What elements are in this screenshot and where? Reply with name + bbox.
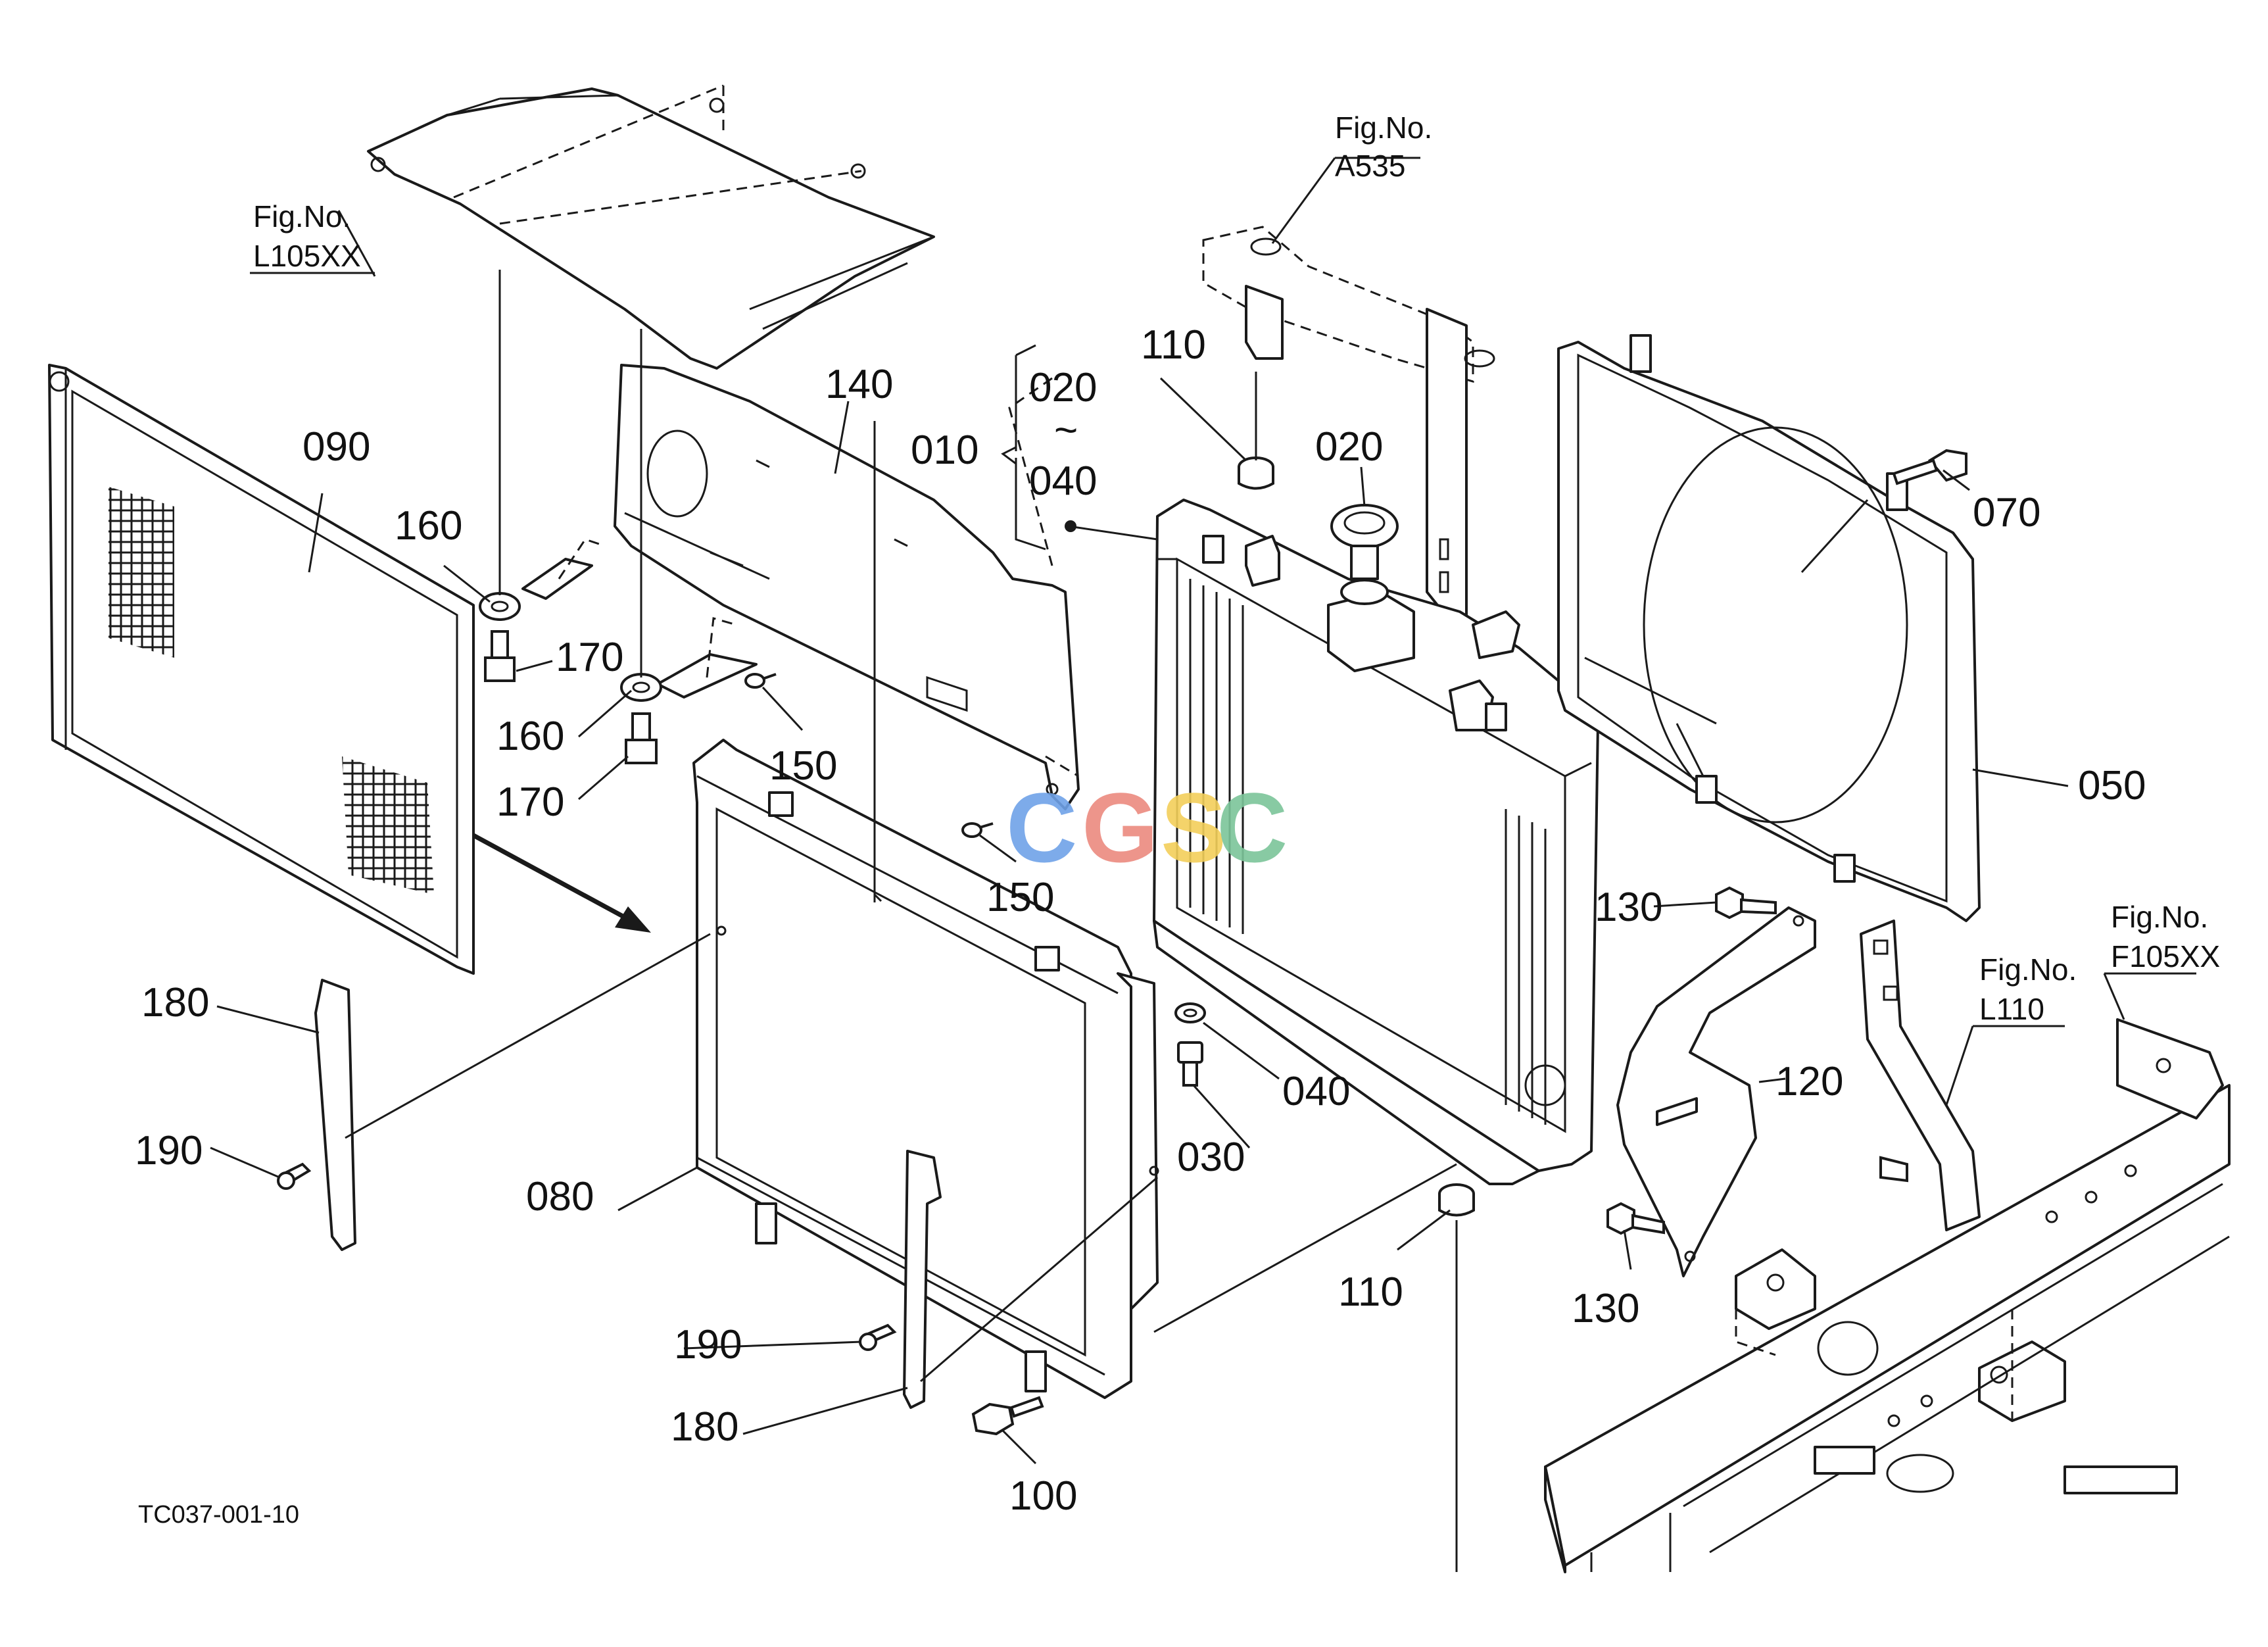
assembly-arrow-head <box>615 906 651 933</box>
watermark-letter-2: G <box>1082 772 1159 883</box>
label-040-range: 040 <box>1029 458 1097 504</box>
upper-hood-panel <box>367 84 935 370</box>
label-050: 050 <box>2078 763 2146 808</box>
figure-reference-l105: Fig.No. L105XX <box>253 199 361 273</box>
watermark-letter-1: C <box>1006 772 1077 883</box>
clip-150-bottom <box>961 822 994 838</box>
fig-ref-l105-number: L105XX <box>253 239 361 273</box>
fig-ref-f105-number: F105XX <box>2111 939 2220 973</box>
label-090: 090 <box>302 424 370 470</box>
upper-radiator-bracket <box>1202 226 1495 616</box>
label-150-bottom: 150 <box>986 875 1054 920</box>
clip-190-left <box>277 1162 312 1190</box>
radiator-core-fins <box>1189 579 1547 1125</box>
label-140: 140 <box>825 362 893 407</box>
assembly-dot <box>1065 520 1076 532</box>
label-160-bottom: 160 <box>496 714 564 759</box>
clip-150-top <box>744 673 777 689</box>
label-190-left: 190 <box>135 1128 203 1173</box>
label-180-center: 180 <box>671 1404 738 1450</box>
cushion-110-top <box>1238 456 1274 490</box>
label-170-bottom: 170 <box>496 779 564 825</box>
washer-160-bottom <box>620 673 662 702</box>
label-020-range: 020 <box>1029 365 1097 410</box>
air-guide-brackets <box>521 538 758 699</box>
figure-reference-l110: Fig.No. L110 <box>1979 952 2077 1026</box>
air-guide-plate-140 <box>614 364 1080 810</box>
label-range-tilde: ~ <box>1054 408 1078 453</box>
figure-code: TC037-001-10 <box>138 1501 299 1529</box>
fig-ref-l105-title: Fig.No. <box>253 199 350 234</box>
fan-shroud-050 <box>1557 334 1981 922</box>
fig-ref-a535-title: Fig.No. <box>1335 111 1432 145</box>
bolt-030 <box>1177 1041 1203 1087</box>
label-160-top: 160 <box>395 503 462 549</box>
label-100: 100 <box>1009 1473 1077 1519</box>
part-labels: 090 160 170 160 170 140 150 150 010 020 … <box>135 322 2146 1519</box>
radiator-frame-080 <box>692 739 1159 1399</box>
fig-ref-f105-title: Fig.No. <box>2111 900 2208 934</box>
figure-reference-f105: Fig.No. F105XX <box>2111 900 2220 973</box>
seal-strip-180-left <box>314 979 356 1251</box>
assembly-direction-arrow <box>472 833 633 923</box>
watermark-letter-3: S <box>1161 772 1226 883</box>
label-110-top: 110 <box>1141 322 1206 368</box>
bolt-170-bottom <box>625 712 658 764</box>
connection-lines <box>345 270 1869 1572</box>
label-030: 030 <box>1177 1135 1245 1180</box>
label-180-left: 180 <box>141 980 209 1025</box>
figure-reference-a535: Fig.No. A535 <box>1335 111 1432 183</box>
label-010: 010 <box>911 428 978 473</box>
radiator-cap-020 <box>1330 504 1399 605</box>
label-170-top: 170 <box>556 635 623 680</box>
side-bracket-l110 <box>1860 920 1981 1231</box>
air-screen-090 <box>48 364 475 975</box>
bolt-100 <box>971 1396 1044 1436</box>
range-bracket-010 <box>1001 344 1046 551</box>
bolt-130-bottom <box>1606 1202 1665 1235</box>
bolt-130-top <box>1715 886 1777 920</box>
cushion-110-bottom <box>1438 1183 1475 1217</box>
label-040: 040 <box>1282 1069 1350 1114</box>
radiator-assembly-010 <box>1153 499 1599 1185</box>
tractor-frame-f105 <box>1544 1018 2231 1573</box>
bolt-070 <box>1892 449 1967 485</box>
clip-190-center <box>859 1323 897 1351</box>
label-120: 120 <box>1775 1059 1843 1104</box>
shroud-bracket-120 <box>1616 906 1816 1277</box>
fig-ref-l110-title: Fig.No. <box>1979 952 2077 987</box>
bolt-170-top <box>484 630 516 682</box>
watermark-letter-4: C <box>1217 772 1288 883</box>
label-080: 080 <box>526 1174 594 1219</box>
seal-strip-180-center <box>903 1150 942 1409</box>
label-190-center: 190 <box>674 1322 742 1367</box>
washer-040 <box>1174 1002 1206 1023</box>
label-070: 070 <box>1973 490 2040 535</box>
leader-lines <box>210 157 2196 1465</box>
label-110-bottom: 110 <box>1338 1269 1403 1315</box>
washer-160-top <box>479 592 521 621</box>
label-130-top: 130 <box>1595 885 1662 930</box>
fig-ref-a535-number: A535 <box>1335 149 1405 183</box>
fig-ref-l110-number: L110 <box>1979 992 2044 1026</box>
label-020: 020 <box>1315 424 1383 470</box>
watermark-logo: C G S C <box>1006 772 1288 883</box>
label-150-top: 150 <box>769 743 837 789</box>
label-130-bottom: 130 <box>1572 1286 1639 1331</box>
